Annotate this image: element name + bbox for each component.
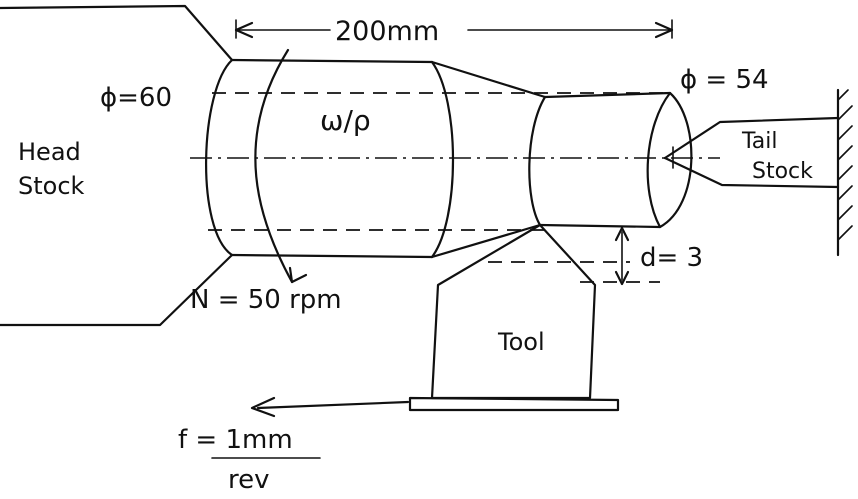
headstock-label-line2: Stock	[18, 172, 85, 200]
rotation-arrow	[254, 48, 308, 284]
workpiece-taper-section	[430, 60, 547, 259]
tailstock	[663, 88, 853, 257]
feed-label: f = 1mm	[178, 425, 293, 455]
tool-label: Tool	[497, 328, 545, 356]
speed-label: N = 50 rpm	[190, 285, 342, 315]
workpiece-end-face	[646, 91, 693, 229]
length-dimension	[234, 19, 674, 39]
length-label: 200mm	[335, 16, 439, 47]
headstock-outline	[0, 4, 234, 327]
headstock-label-line1: Head	[18, 138, 81, 166]
dia-large-label: ϕ=60	[100, 83, 172, 113]
feed-denominator: rev	[228, 465, 270, 495]
dia-small-label: ϕ = 54	[680, 65, 769, 95]
hidden-lines	[208, 92, 665, 283]
depth-dimension	[614, 226, 630, 286]
tool-holder-base	[408, 396, 620, 412]
tailstock-label-line1: Tail	[741, 129, 778, 154]
workpiece-label: ω/ρ	[320, 104, 371, 137]
depth-label: d= 3	[640, 243, 703, 273]
cutting-tool	[408, 223, 620, 412]
tailstock-label-line2: Stock	[752, 159, 813, 184]
feed-arrow	[250, 396, 410, 418]
workpiece-large-section	[205, 58, 455, 259]
